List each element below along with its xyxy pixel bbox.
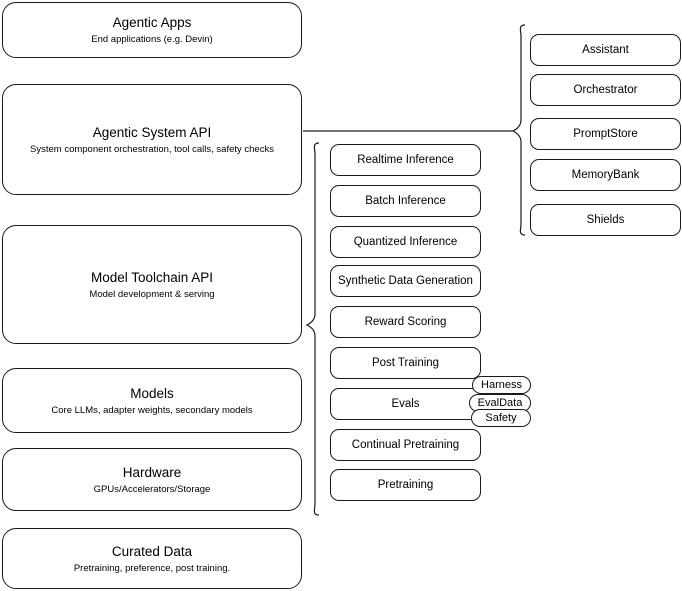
brace-system-components [511,24,526,236]
badge-safety[interactable]: Safety [471,409,531,427]
component-label: Orchestrator [573,84,638,96]
component-continual-pretraining[interactable]: Continual Pretraining [330,429,481,461]
layer-subtitle: End applications (e.g. Devin) [91,34,213,45]
layer-title: Agentic System API [92,124,212,140]
component-label: Realtime Inference [357,154,454,166]
component-label: Continual Pretraining [351,439,460,451]
layer-models[interactable]: Models Core LLMs, adapter weights, secon… [2,368,302,433]
component-label: Synthetic Data Generation [338,275,473,287]
component-memorybank[interactable]: MemoryBank [530,159,681,191]
component-label: Batch Inference [365,195,446,207]
layer-model-toolchain-api[interactable]: Model Toolchain API Model development & … [2,225,302,344]
component-evals[interactable]: Evals [330,388,481,420]
layer-curated-data[interactable]: Curated Data Pretraining, preference, po… [2,528,302,589]
component-label: Pretraining [377,479,434,491]
layer-agentic-system-api[interactable]: Agentic System API System component orch… [2,84,302,195]
layer-agentic-apps[interactable]: Agentic Apps End applications (e.g. Devi… [2,2,302,58]
layer-subtitle: Core LLMs, adapter weights, secondary mo… [51,404,253,416]
component-label: Evals [391,398,420,410]
component-reward-scoring[interactable]: Reward Scoring [330,306,481,338]
component-orchestrator[interactable]: Orchestrator [530,74,681,106]
component-promptstore[interactable]: PromptStore [530,118,681,150]
layer-subtitle: System component orchestration, tool cal… [30,143,274,155]
layer-title: Curated Data [111,543,193,559]
component-synthetic-data-generation[interactable]: Synthetic Data Generation [330,265,481,297]
component-label: Reward Scoring [364,316,447,328]
layer-title: Hardware [122,464,182,480]
badge-label: EvalData [477,397,523,409]
component-label: Post Training [371,357,440,369]
brace-toolchain-components [305,142,320,516]
layer-subtitle: Pretraining, preference, post training. [73,562,231,574]
component-label: MemoryBank [571,169,640,181]
component-label: PromptStore [573,128,638,140]
component-realtime-inference[interactable]: Realtime Inference [330,144,481,176]
component-pretraining[interactable]: Pretraining [330,469,481,501]
component-quantized-inference[interactable]: Quantized Inference [330,226,481,258]
component-label: Quantized Inference [353,236,458,248]
layer-hardware[interactable]: Hardware GPUs/Accelerators/Storage [2,448,302,511]
component-assistant[interactable]: Assistant [530,34,681,66]
layer-title: Model Toolchain API [90,269,214,285]
layer-subtitle: Model development & serving [89,288,215,300]
component-label: Assistant [582,44,629,56]
badge-label: Safety [485,412,517,424]
component-post-training[interactable]: Post Training [330,347,481,379]
layer-subtitle: GPUs/Accelerators/Storage [93,483,211,495]
layer-title: Agentic Apps [112,15,192,30]
component-label: Shields [586,214,625,226]
badge-harness[interactable]: Harness [472,376,531,394]
layer-title: Models [130,385,174,401]
component-shields[interactable]: Shields [530,204,681,236]
badge-label: Harness [481,379,522,391]
component-batch-inference[interactable]: Batch Inference [330,185,481,217]
